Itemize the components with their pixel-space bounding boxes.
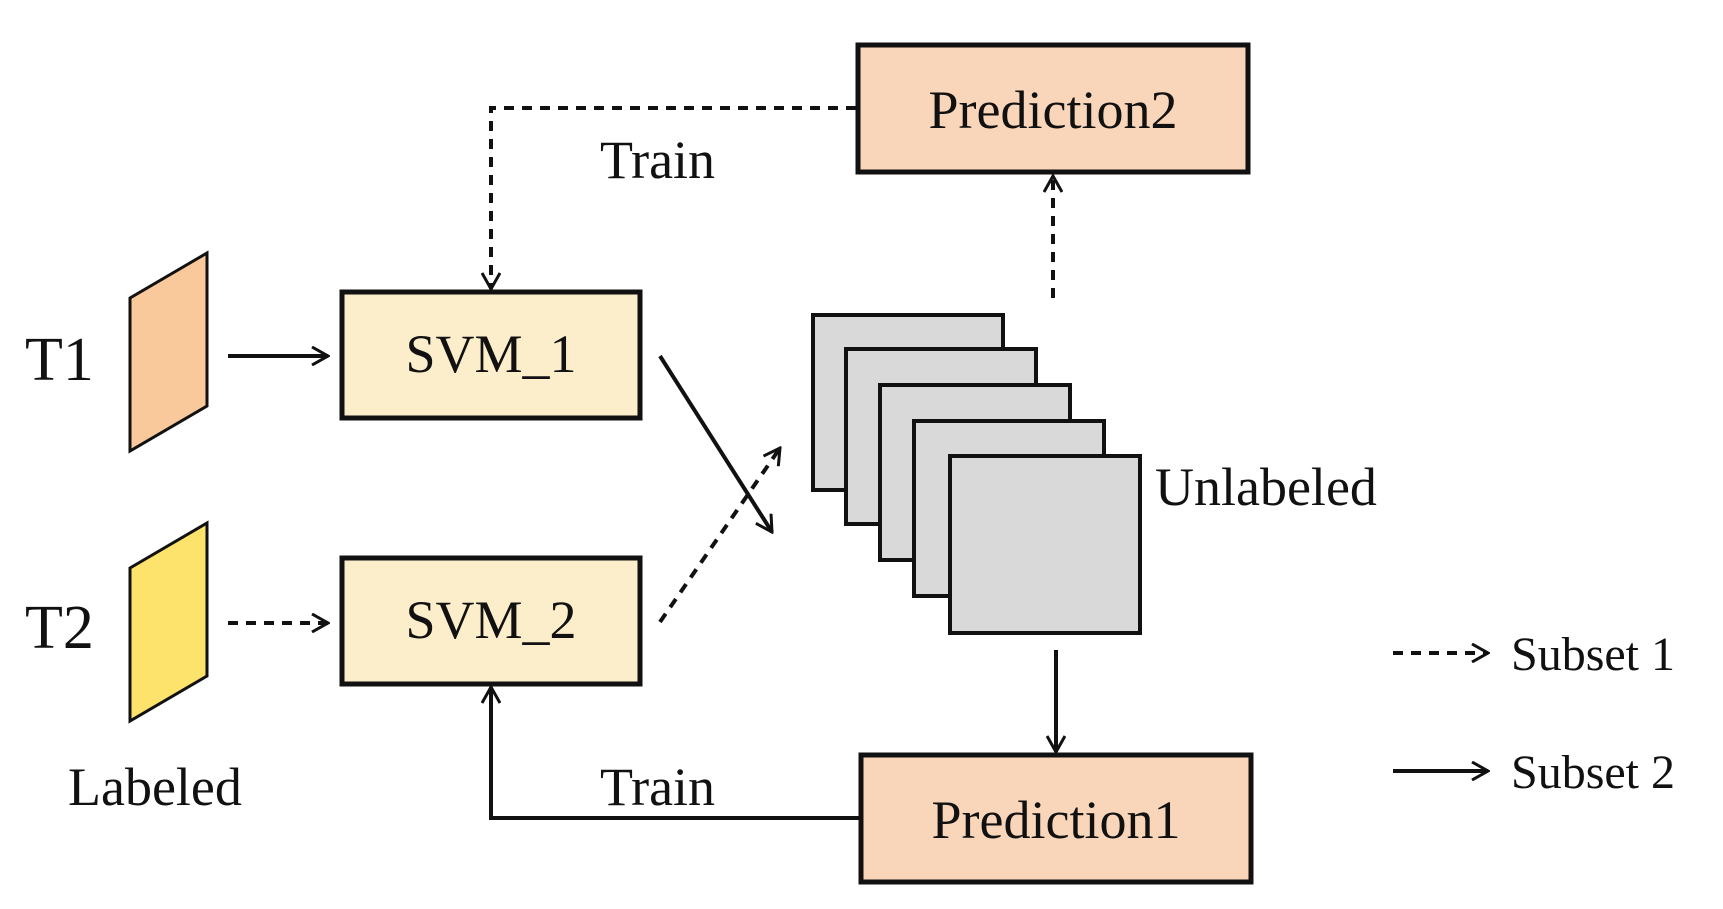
train-label-top: Train (600, 130, 715, 190)
legend-subset1-label: Subset 1 (1511, 628, 1675, 681)
unlabeled-stack (811, 313, 1142, 635)
prediction2-box (855, 42, 1251, 175)
prediction2-label: Prediction2 (929, 80, 1178, 140)
unlabeled-label: Unlabeled (1155, 457, 1377, 517)
svm1-label: SVM_1 (405, 324, 576, 384)
svm2-label: SVM_2 (405, 590, 576, 650)
arrow-svm2-to-unlabeled (658, 448, 780, 624)
prediction1-label: Prediction1 (932, 790, 1181, 850)
legend-subset2-label: Subset 2 (1511, 746, 1675, 799)
arrow-prediction2-to-svm1 (491, 106, 856, 289)
t2-label: T2 (25, 594, 94, 662)
arrow-prediction1-to-svm2 (491, 687, 859, 820)
train-label-bottom: Train (600, 757, 715, 817)
t1-label: T1 (25, 326, 94, 394)
arrow-svm1-to-unlabeled (658, 354, 774, 532)
svm1-box (339, 289, 643, 421)
t1-dataset-shape (128, 250, 209, 454)
labeled-label: Labeled (68, 757, 242, 817)
svm2-box (339, 555, 643, 687)
t2-dataset-shape (128, 520, 209, 724)
prediction1-box (858, 752, 1254, 885)
